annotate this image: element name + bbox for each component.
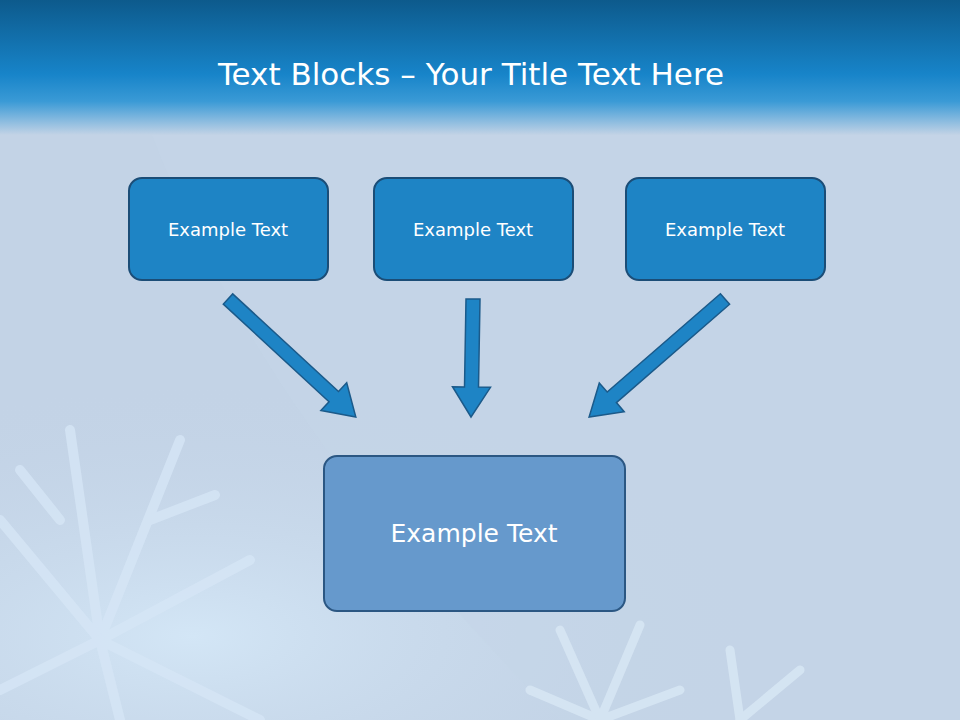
- result-box: Example Text: [323, 455, 626, 612]
- slide-title: Text Blocks – Your Title Text Here: [0, 52, 942, 96]
- block-arrow: [453, 299, 491, 417]
- box-label: Example Text: [168, 219, 288, 240]
- text-block: Example Text: [625, 177, 826, 281]
- block-arrow: [223, 294, 355, 417]
- box-label: Example Text: [413, 219, 533, 240]
- text-block: Example Text: [128, 177, 329, 281]
- block-arrow: [589, 294, 730, 417]
- box-label: Example Text: [391, 519, 558, 548]
- box-label: Example Text: [665, 219, 785, 240]
- text-block: Example Text: [373, 177, 574, 281]
